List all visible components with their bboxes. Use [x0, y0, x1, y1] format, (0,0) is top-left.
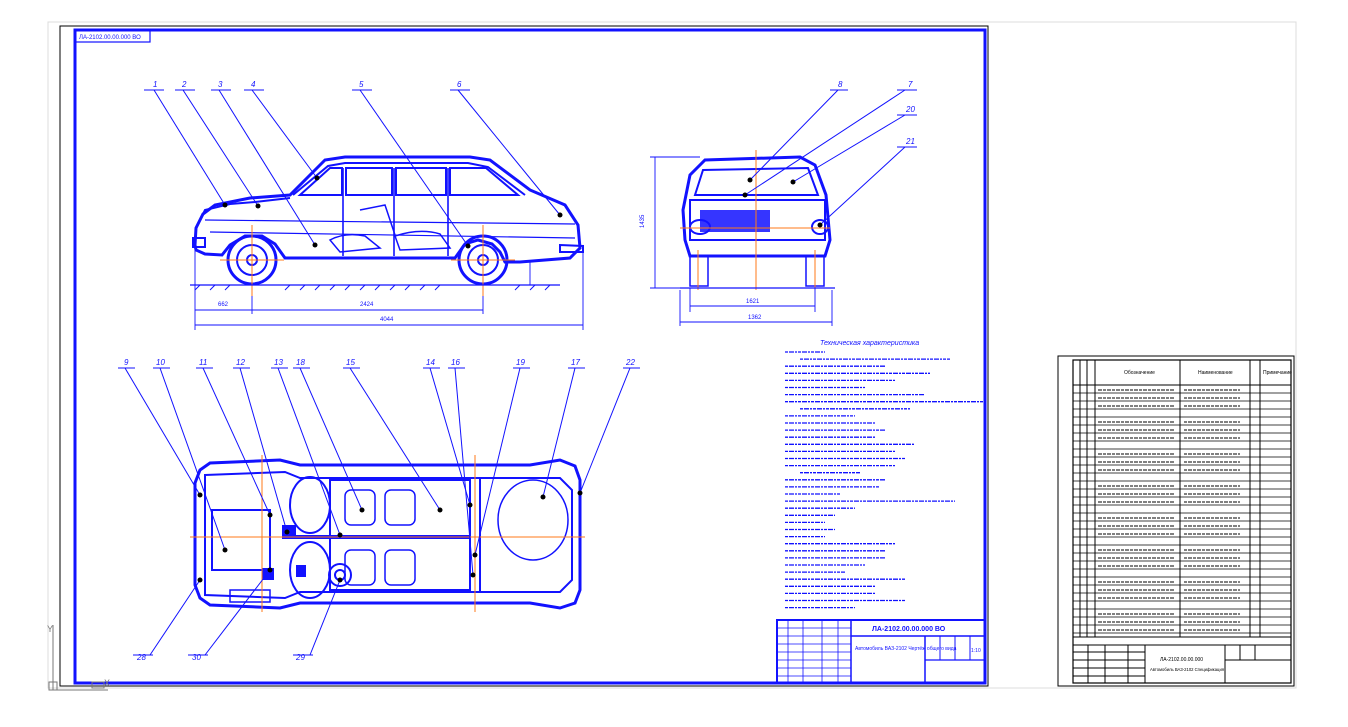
- spec-sheet: Обозначение Наименование Примечание ЛА-2…: [1057, 355, 1295, 687]
- tech-specs: Техническая характеристика: [785, 340, 985, 609]
- callout-9: 9: [124, 358, 129, 367]
- callout-17: 17: [571, 358, 580, 367]
- callout-7: 7: [908, 80, 913, 89]
- spec-sheet-outline: [1057, 355, 1295, 687]
- spec-footer-name: Автомобиль ВАЗ-2102 Спецификация: [1150, 667, 1224, 672]
- title-block-code: ЛА-2102.00.00.000 ВО: [872, 626, 946, 633]
- callout-14: 14: [426, 358, 435, 367]
- title-block-name: Автомобиль ВАЗ-2102 Чертёж общего вида: [855, 646, 957, 652]
- callout-10: 10: [156, 358, 165, 367]
- callout-1: 1: [153, 80, 157, 89]
- callout-19: 19: [516, 358, 525, 367]
- main-sheet-border: [73, 28, 987, 685]
- svg-text:Y: Y: [47, 624, 53, 634]
- callout-20: 20: [905, 105, 915, 114]
- ucs-axes-icon: Y X: [47, 624, 110, 691]
- callout-18: 18: [296, 358, 305, 367]
- callout-12: 12: [236, 358, 245, 367]
- spec-footer-code: ЛА-2102.00.00.000: [1160, 657, 1203, 663]
- callout-29: 29: [295, 653, 305, 662]
- spec-col-designation: Обозначение: [1124, 370, 1155, 376]
- callout-28: 28: [136, 653, 146, 662]
- corner-stamp-text: ЛА-2102.00.00.000 ВО: [79, 35, 141, 41]
- callout-3: 3: [218, 80, 223, 89]
- callout-30: 30: [192, 653, 201, 662]
- dim-front-overhang: 662: [218, 302, 229, 308]
- callout-21: 21: [905, 137, 915, 146]
- callout-13: 13: [274, 358, 283, 367]
- callout-6: 6: [457, 80, 462, 89]
- callout-15: 15: [346, 358, 355, 367]
- dim-rear-width: 1362: [748, 315, 762, 321]
- callout-22: 22: [625, 358, 635, 367]
- corner-stamp: ЛА-2102.00.00.000 ВО: [74, 29, 151, 43]
- callout-8: 8: [838, 80, 843, 89]
- callout-16: 16: [451, 358, 460, 367]
- callout-4: 4: [251, 80, 256, 89]
- callout-11: 11: [199, 358, 207, 367]
- main-sheet-outline: [59, 25, 989, 687]
- dim-rear-track: 1621: [746, 299, 760, 305]
- svg-text:X: X: [104, 678, 110, 688]
- viewport-frame: [47, 21, 1297, 689]
- plan-view: 9 10 11 12 13 18 15 14 16 19 17 22: [118, 358, 640, 662]
- callout-5: 5: [359, 80, 364, 89]
- main-sheet: ЛА-2102.00.00.000 ВО: [59, 25, 989, 687]
- spec-col-note: Примечание: [1263, 370, 1292, 376]
- spec-col-name: Наименование: [1198, 370, 1233, 376]
- title-block: ЛА-2102.00.00.000 ВО Автомобиль ВАЗ-2102…: [776, 619, 986, 684]
- specs-title: Техническая характеристика: [820, 340, 919, 347]
- dim-wheelbase: 2424: [360, 302, 374, 308]
- rear-view: 1435 1621 1362: [640, 80, 917, 326]
- title-block-scale: 1:10: [971, 648, 981, 654]
- callout-2: 2: [181, 80, 187, 89]
- side-view: 4044 2424 662: [144, 80, 584, 330]
- dim-length: 4044: [380, 317, 394, 323]
- dim-height: 1435: [640, 214, 646, 228]
